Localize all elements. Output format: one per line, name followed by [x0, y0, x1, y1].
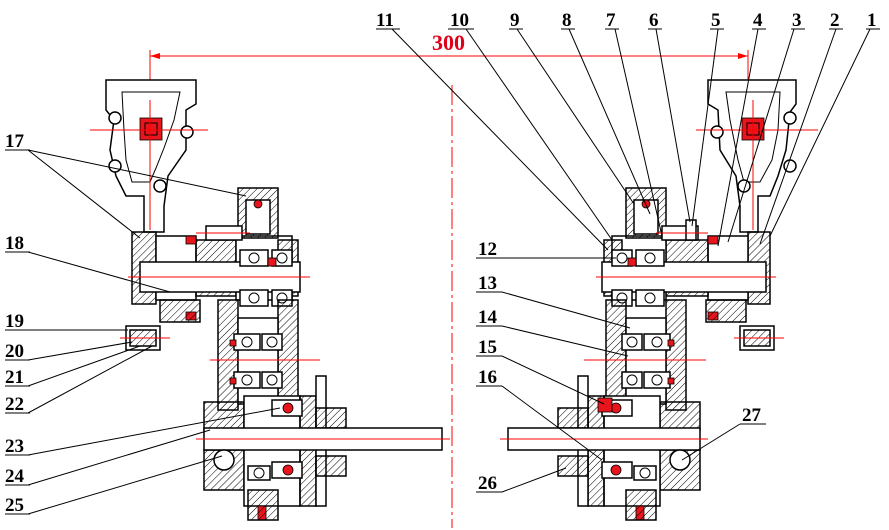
label-5: 5: [711, 10, 721, 31]
dimension-300: 300: [149, 30, 749, 140]
label-12: 12: [478, 239, 497, 260]
label-26: 26: [478, 473, 497, 494]
label-24: 24: [5, 466, 25, 487]
left-assembly: [90, 79, 450, 521]
label-9: 9: [510, 10, 520, 31]
label-4: 4: [753, 10, 763, 31]
dimension-text: 300: [432, 30, 465, 55]
label-1: 1: [867, 10, 877, 31]
label-17: 17: [5, 131, 25, 152]
label-22: 22: [5, 394, 24, 415]
label-13: 13: [478, 273, 497, 294]
label-15: 15: [478, 337, 497, 358]
label-14: 14: [478, 307, 498, 328]
label-25: 25: [5, 495, 24, 516]
leader-lines: [5, 28, 880, 515]
label-16: 16: [478, 367, 497, 388]
label-8: 8: [562, 10, 572, 31]
label-18: 18: [5, 233, 24, 254]
label-20: 20: [5, 341, 24, 362]
label-2: 2: [830, 10, 840, 31]
label-3: 3: [792, 10, 802, 31]
label-23: 23: [5, 436, 24, 457]
label-27: 27: [742, 405, 762, 426]
right-assembly: [500, 79, 818, 521]
part-labels: 11 10 9 8 7 6 5 4 3 2 1 17 18 19 20 21 2…: [5, 10, 877, 516]
label-10: 10: [450, 10, 469, 31]
label-21: 21: [5, 367, 24, 388]
label-19: 19: [5, 311, 24, 332]
label-11: 11: [376, 10, 394, 31]
label-6: 6: [649, 10, 659, 31]
label-7: 7: [606, 10, 616, 31]
